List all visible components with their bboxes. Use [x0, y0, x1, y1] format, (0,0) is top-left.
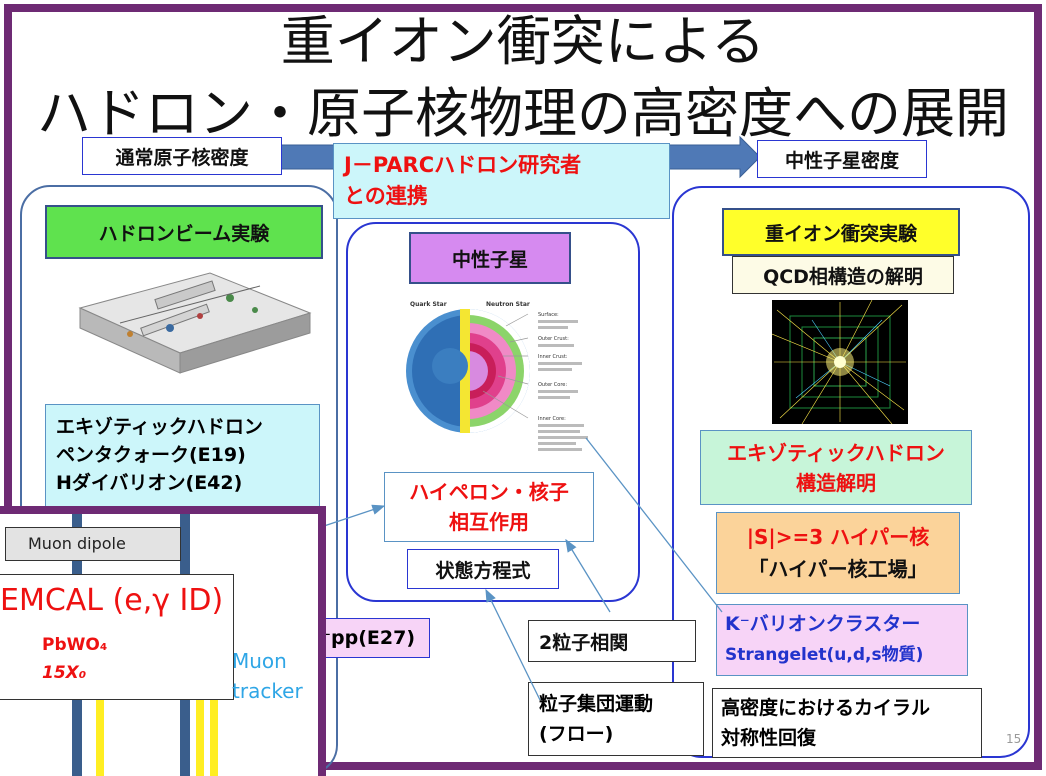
exotic-hadron-list: エキゾティックハドロン ペンタクォーク(E19) Hダイバリオン(E42) — [45, 404, 320, 516]
slide-title-line2: ハドロン・原子核物理の高密度への展開 — [37, 82, 1009, 145]
kbar-line1: K⁻バリオンクラスター — [725, 613, 921, 635]
chiral-symmetry-box: 高密度におけるカイラル 対称性回復 — [712, 688, 982, 758]
hypernuclei-box: |S|>=3 ハイパー核 「ハイパー核工場」 — [716, 512, 960, 594]
emcal-label: EMCAL (e,γ ID) — [0, 583, 224, 618]
hyperon-line1: ハイペロン・核子 — [409, 480, 569, 504]
collective-flow-box: 粒子集団運動 (フロー) — [528, 682, 704, 756]
inner-core-label: Inner Core: — [538, 416, 566, 422]
h-dibaryon-item: Hダイバリオン(E42) — [56, 472, 243, 494]
hyper-line2: 「ハイパー核工場」 — [748, 557, 928, 581]
inner-crust-label: Inner Crust: — [538, 354, 568, 360]
detector-inset: Muon dipole EMCAL (e,γ ID) PbWO₄ 15X₀ Mu… — [0, 506, 326, 776]
muon-dipole-label: Muon dipole — [5, 527, 181, 561]
collision-event-display — [772, 300, 908, 424]
outer-core-label: Outer Core: — [538, 382, 567, 388]
neutron-star-header: 中性子星 — [409, 232, 571, 284]
neutron-star-cross-section: Quark Star Neutron Star Surface: Outer C… — [406, 301, 588, 451]
x0-label: 15X₀ — [42, 663, 87, 683]
emcal-box: EMCAL (e,γ ID) PbWO₄ 15X₀ — [0, 574, 234, 700]
kbar-cluster-box: K⁻バリオンクラスター Strangelet(u,d,s物質) — [716, 604, 968, 676]
hyper-line1: |S|>=3 ハイパー核 — [746, 525, 930, 549]
exotic-structure-line2: 構造解明 — [796, 470, 876, 495]
exotic-hadron-item: エキゾティックハドロン — [56, 416, 263, 438]
slide-title-line1: 重イオン衝突による — [280, 10, 766, 73]
kbar-line2: Strangelet(u,d,s物質) — [725, 645, 924, 665]
normal-density-label: 通常原子核密度 — [82, 137, 282, 175]
facility-diagram — [78, 272, 312, 374]
slide-number: 15 — [1006, 732, 1022, 746]
exotic-structure-line1: エキゾティックハドロン — [727, 440, 945, 465]
slide-frame — [4, 4, 1042, 770]
flow-line2: (フロー) — [539, 723, 614, 745]
chiral-line2: 対称性回復 — [721, 727, 817, 749]
quark-star-label: Quark Star — [410, 301, 447, 308]
chiral-line1: 高密度におけるカイラル — [721, 697, 931, 719]
neutron-star-label: Neutron Star — [486, 301, 530, 308]
equation-of-state-box: 状態方程式 — [407, 549, 559, 589]
hyperon-line2: 相互作用 — [449, 510, 529, 534]
muon-tracker-line2: tracker — [232, 679, 303, 703]
outer-crust-label: Outer Crust: — [538, 336, 569, 342]
jparc-line1: J－PARCハドロン研究者 — [344, 153, 582, 177]
surface-label: Surface: — [538, 312, 559, 318]
pentaquark-item: ペンタクォーク(E19) — [56, 444, 246, 466]
hyperon-nucleon-box: ハイペロン・核子 相互作用 — [384, 472, 594, 542]
jparc-line2: との連携 — [344, 184, 428, 208]
flow-line1: 粒子集団運動 — [539, 693, 654, 715]
exotic-hadron-structure-box: エキゾティックハドロン 構造解明 — [700, 430, 972, 505]
neutron-star-density-label: 中性子星密度 — [757, 140, 927, 178]
heavy-ion-header: 重イオン衝突実験 — [722, 208, 960, 256]
qcd-phase-box: QCD相構造の解明 — [732, 256, 954, 294]
hadron-beam-header: ハドロンビーム実験 — [45, 205, 323, 259]
jparc-collaboration-box: J－PARCハドロン研究者 との連携 — [333, 143, 670, 219]
pbwo4-label: PbWO₄ — [42, 635, 108, 655]
two-particle-correlation-box: 2粒子相関 — [528, 620, 696, 662]
muon-tracker-line1: Muon — [232, 649, 287, 673]
muon-tracker-label: Muon tracker — [232, 646, 303, 706]
